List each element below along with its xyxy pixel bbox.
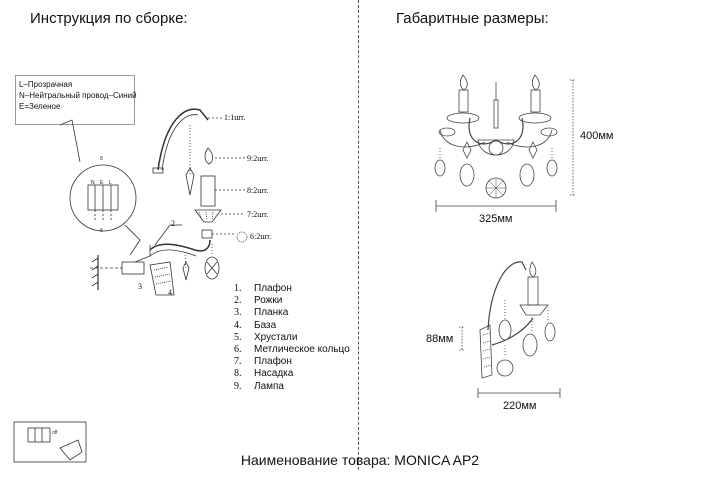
wall-base (149, 261, 175, 296)
connector-n: N (91, 180, 95, 186)
callout-3: 3 (138, 282, 142, 291)
metal-ring (236, 231, 248, 243)
front-view (434, 74, 576, 212)
part-row: 8.Насадка (234, 368, 294, 380)
connector-letters: N E L (91, 180, 112, 186)
section-divider (358, 0, 359, 470)
qty-7: 7:2шт. (247, 210, 269, 219)
callout-4: 4 (168, 288, 172, 297)
flame-left (459, 74, 468, 91)
dim-height-front: 400мм (580, 130, 614, 142)
svg-text:8: 8 (100, 156, 103, 162)
part-row: 7.Плафон (234, 356, 292, 368)
qty-8: 8:2шт. (247, 186, 269, 195)
svg-text:off: off (52, 430, 58, 436)
product-name: Наименование товара: MONICA AP2 (240, 452, 480, 468)
dimensions-heading: Габаритные размеры: (396, 10, 549, 27)
parts-list: 1.Плафон 2.Рожки 3.Планка 4.База 5.Хруст… (234, 283, 350, 393)
assembly-heading: Инструкция по сборке: (30, 10, 188, 27)
part-row: 6.Метлическое кольцо (234, 344, 350, 356)
dim-depth-side: 88мм (426, 333, 454, 345)
upper-arm (157, 108, 209, 171)
part-row: 2.Рожки (234, 295, 283, 307)
qty-1: 1:1шт. (224, 113, 246, 122)
crystal-drop (204, 256, 220, 280)
qty-9: 9:2шт. (247, 154, 269, 163)
flame-right (531, 74, 540, 91)
part-row: 1.Плафон (234, 283, 292, 294)
lower-arm (149, 239, 211, 252)
bulb (204, 147, 214, 165)
hanging-crystal (185, 167, 195, 196)
svg-text:8: 8 (100, 228, 103, 234)
qty-6: 6:2шт. (250, 232, 272, 241)
dim-width-front: 325мм (479, 213, 513, 225)
legend-line-earth: E=Зеленое (19, 102, 61, 111)
wiring-legend: L–Прозрачная N–Нейтральный провод–Синий … (15, 75, 137, 125)
part-row: 4.База (234, 319, 277, 331)
candle-sleeve (200, 175, 216, 207)
safety-icon-frame (13, 421, 87, 463)
side-view (459, 261, 561, 398)
callout-2-leader (154, 224, 182, 246)
connector-l: L (108, 180, 112, 186)
legend-line-live: L–Прозрачная (19, 80, 73, 89)
callout-2: 2 (171, 219, 175, 228)
mounting-plate (121, 261, 145, 275)
part-row: 5.Хрустали (234, 331, 298, 343)
legend-line-neutral: N–Нейтральный провод–Синий (19, 91, 137, 100)
part-row: 3.Планка (234, 307, 289, 319)
dim-width-side: 220мм (503, 400, 537, 412)
legend-pointer (59, 119, 81, 163)
connector-e: E (100, 180, 104, 186)
part-row: 9.Лампа (234, 380, 284, 392)
connector-detail-circle (69, 164, 137, 232)
